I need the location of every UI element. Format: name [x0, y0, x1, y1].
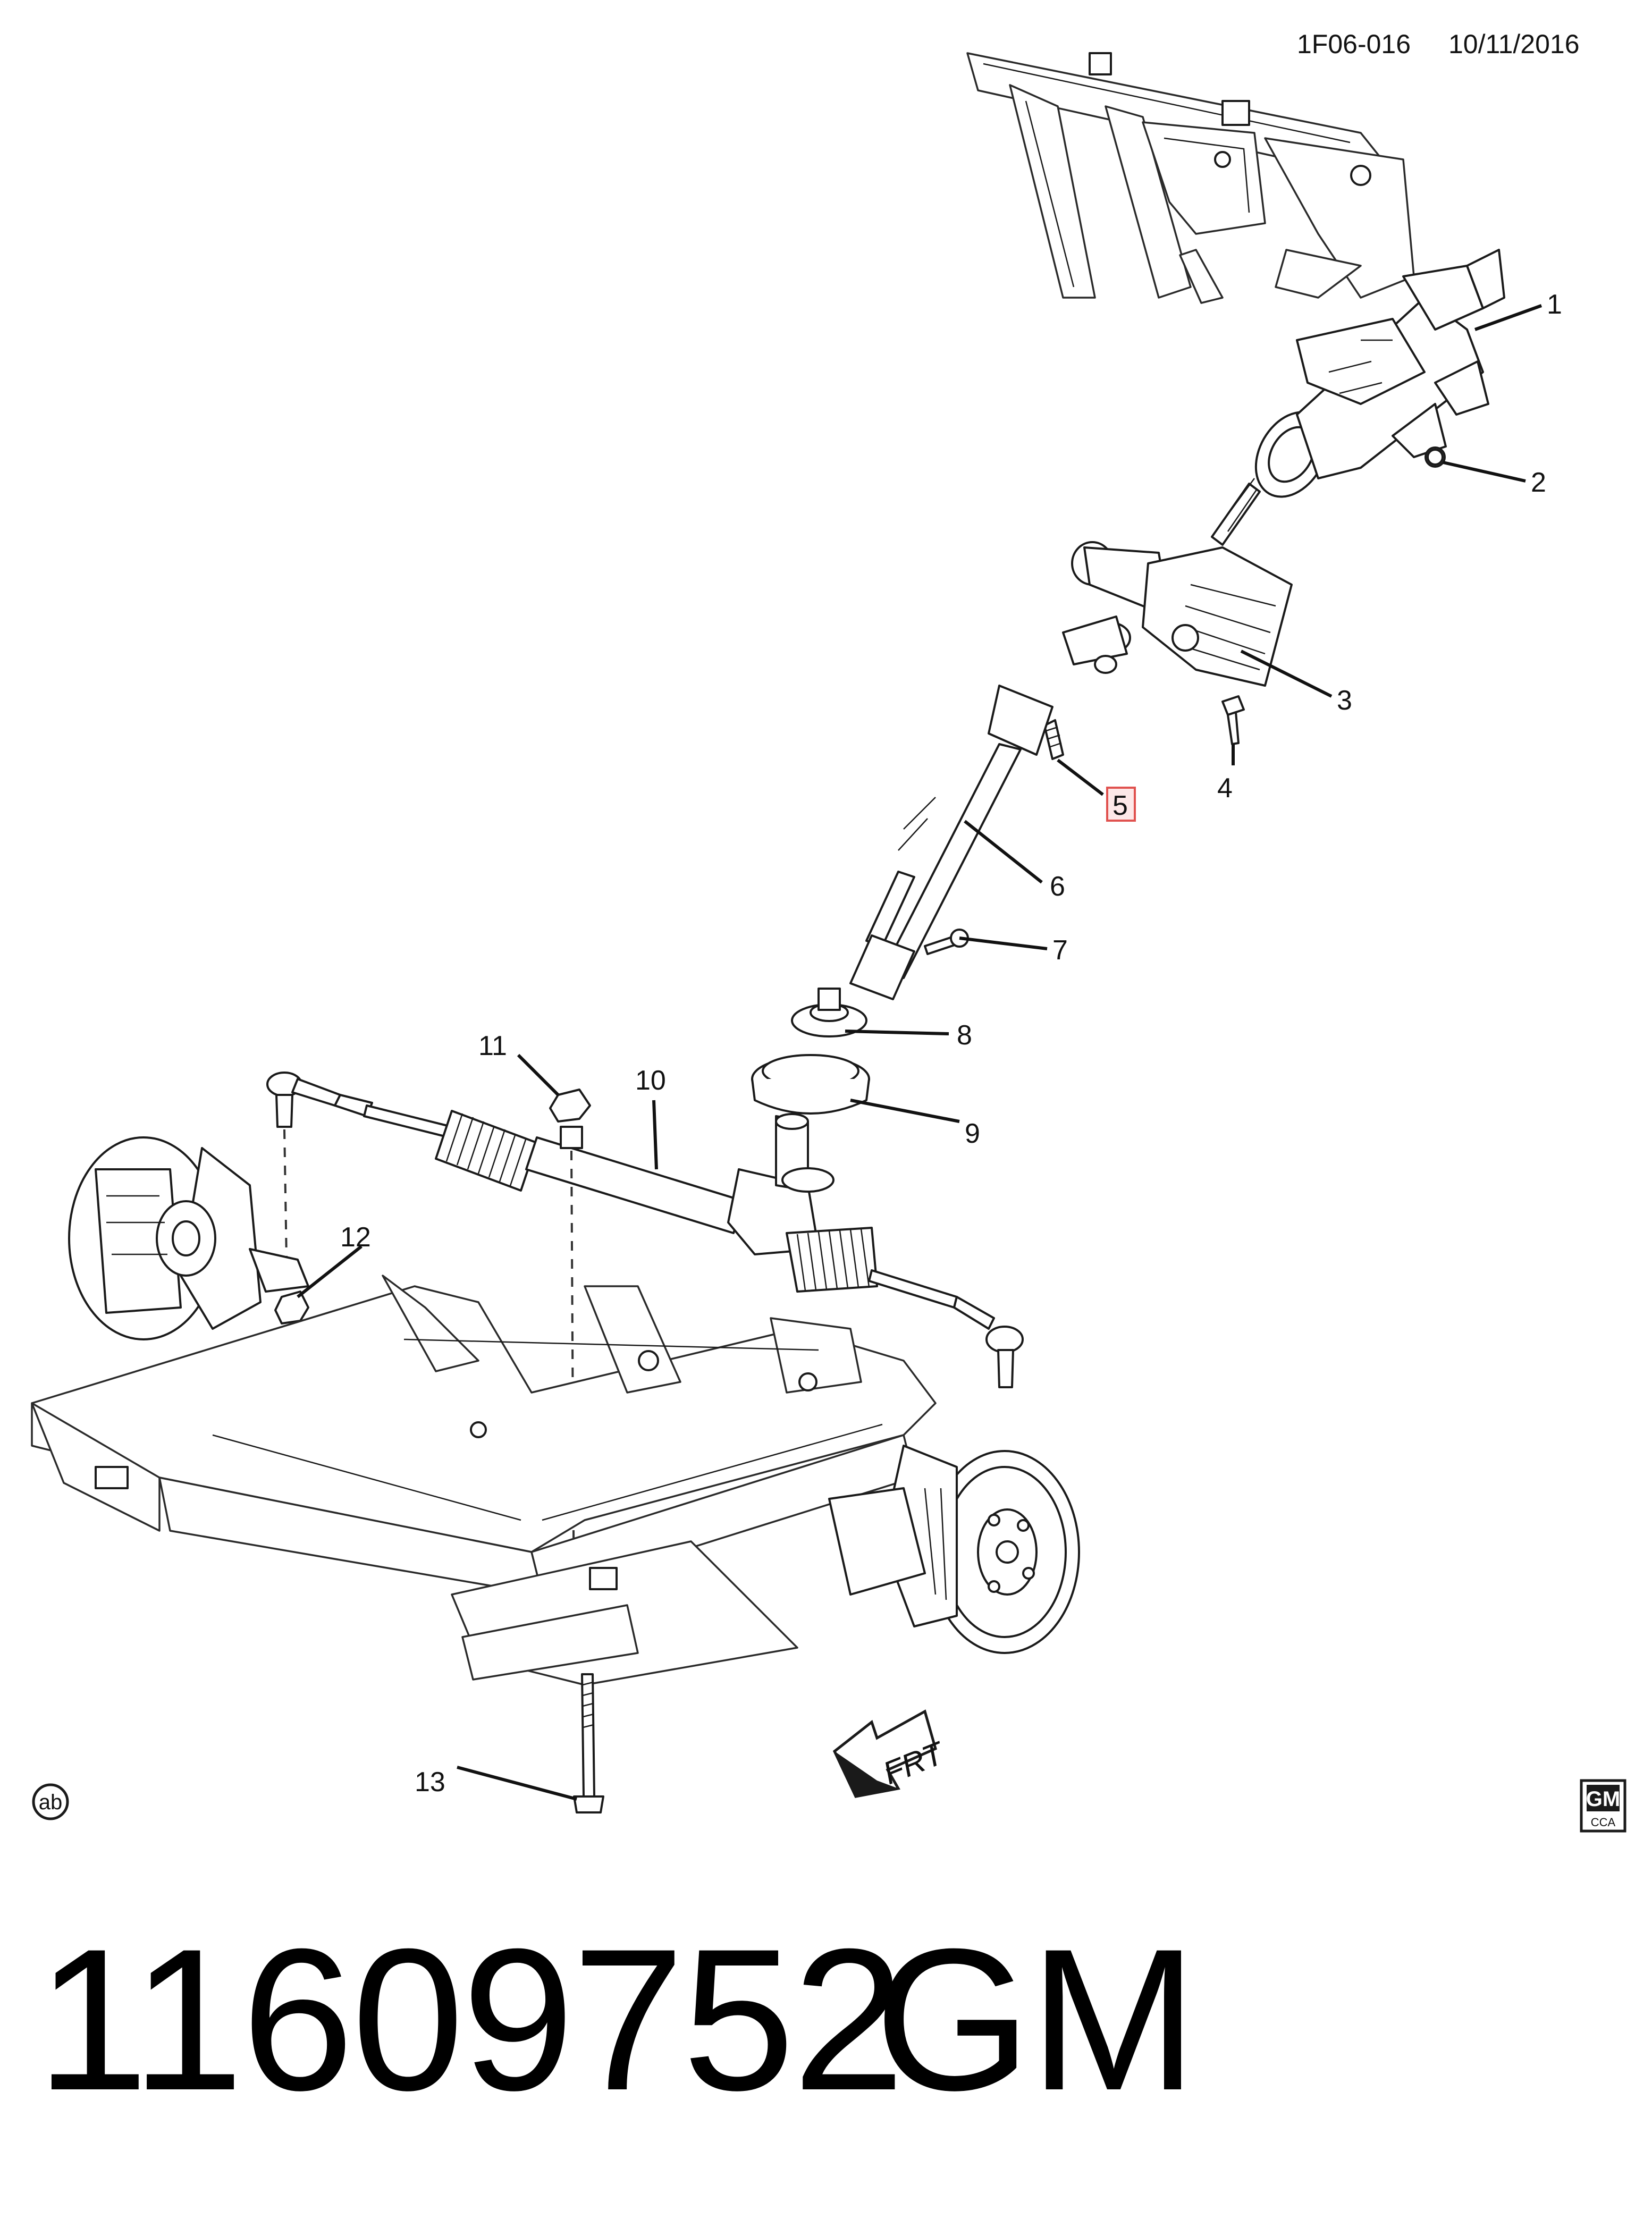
header-code: 1F06-016: [1297, 29, 1411, 59]
view-marker-ab-label: ab: [39, 1791, 63, 1814]
gm-logo-bottom: CCA: [1591, 1816, 1616, 1829]
callout-5-highlight-box: [1106, 787, 1136, 822]
brand-name: GM: [874, 1907, 1198, 2132]
header-date: 10/11/2016: [1448, 29, 1580, 59]
bolt-part-5: [1043, 719, 1064, 760]
callout-8: 8: [957, 1020, 972, 1051]
callout-13: 13: [415, 1767, 445, 1798]
cross-car-beam: [966, 52, 1415, 304]
view-marker-ab: ab: [32, 1783, 69, 1820]
callout-7: 7: [1052, 935, 1068, 966]
callout-9: 9: [965, 1118, 980, 1149]
gm-logo-top: GM: [1586, 1787, 1620, 1811]
callout-2: 2: [1531, 467, 1546, 498]
nut-part-11: [549, 1089, 591, 1123]
steering-seal: [791, 988, 867, 1037]
bolt-part-2: [1427, 449, 1444, 466]
front-cradle: [31, 1275, 937, 1686]
right-knuckle-rotor: [828, 1445, 1080, 1654]
callout-10: 10: [635, 1065, 666, 1096]
bolt-part-13: [573, 1673, 604, 1813]
callout-labels: 1 2 3 4 5 6 7 8 9 10 11 12 13: [340, 289, 1562, 1798]
leader-lines: [297, 304, 1543, 1801]
nut-part-12: [274, 1290, 309, 1325]
column-spline-shaft: [1211, 478, 1261, 546]
steering-column: [1254, 249, 1505, 498]
callout-11: 11: [478, 1031, 507, 1061]
intermediate-shaft: [849, 685, 1053, 1000]
callout-1: 1: [1547, 289, 1562, 320]
callout-3: 3: [1337, 685, 1352, 716]
steering-boot: [751, 1054, 870, 1115]
front-direction-arrow: FRT: [832, 1709, 950, 1798]
steering-gear: [266, 1072, 1024, 1388]
callout-4: 4: [1217, 773, 1233, 804]
left-knuckle-brake: [68, 1136, 309, 1340]
part-number: 11609752: [36, 1907, 905, 2132]
bolt-part-7: [924, 929, 969, 955]
callout-6: 6: [1050, 871, 1065, 902]
power-steering-motor: [1062, 541, 1293, 687]
callout-5: 5: [1112, 790, 1128, 821]
gm-cca-logo: GM CCA: [1580, 1779, 1626, 1833]
callout-12: 12: [340, 1222, 371, 1253]
bolt-part-4: [1221, 695, 1245, 745]
